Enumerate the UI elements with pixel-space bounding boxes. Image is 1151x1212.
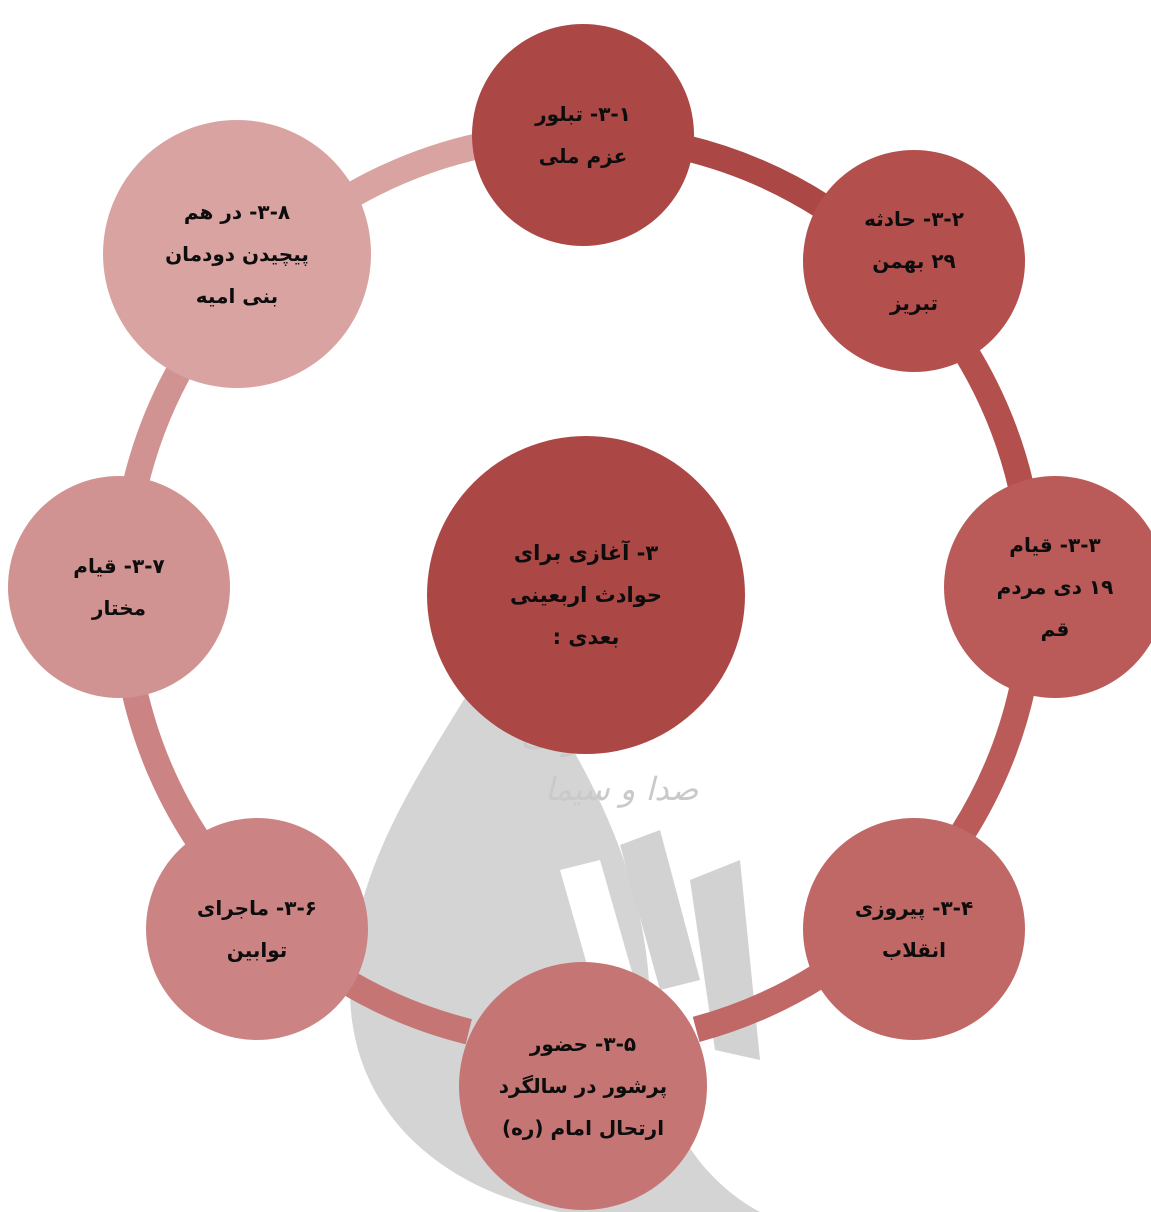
node-text: ۳-۸- در هم پیچیدن دودمان بنی امیه	[165, 191, 309, 317]
cycle-node-3-3: ۳-۳- قیام ۱۹ دی مردم قم	[944, 476, 1151, 698]
node-text: ۳-۳- قیام ۱۹ دی مردم قم	[997, 524, 1114, 650]
center-line: حوادث اربعینی	[509, 583, 663, 607]
node-text: ۳-۶- ماجرای توابین	[197, 887, 317, 971]
connector-arc	[951, 685, 1035, 841]
node-text: ۳-۵- حضور پرشور در سالگرد ارتحال امام (ر…	[499, 1023, 667, 1149]
node-text: ۳-۱- تبلور عزم ملی	[535, 93, 631, 177]
node-line: مختار	[92, 596, 146, 620]
node-line: توابین	[226, 938, 288, 962]
node-line: ۳-۴- پیروزی	[854, 896, 974, 920]
cycle-node-3-7: ۳-۷- قیام مختار	[8, 476, 230, 698]
connector-arc	[121, 685, 211, 850]
cycle-node-3-1: ۳-۱- تبلور عزم ملی	[472, 24, 694, 246]
node-line: ۱۹ دی مردم	[996, 575, 1114, 599]
connector-arc	[122, 364, 191, 490]
node-line: ۳-۶- ماجرای	[197, 896, 317, 920]
center-line: ۳- آغازی برای	[513, 541, 659, 565]
node-line: ۳-۵- حضور	[529, 1032, 637, 1056]
node-line: ۳-۸- در هم	[183, 200, 291, 224]
node-line: انقلاب	[881, 938, 947, 962]
node-text: ۳-۲- حادثه ۲۹ بهمن تبریز	[864, 198, 964, 324]
connector-arc	[954, 345, 1034, 490]
cycle-node-3-8: ۳-۸- در هم پیچیدن دودمان بنی امیه	[103, 120, 371, 388]
center-line: بعدی :	[552, 625, 620, 649]
watermark-text-line2: صدا و سیما	[545, 770, 699, 808]
node-line: ۳-۲- حادثه	[864, 207, 964, 231]
connector-arc	[692, 965, 826, 1042]
node-line: قم	[1040, 617, 1070, 641]
node-line: بنی امیه	[195, 284, 279, 308]
node-line: ۲۹ بهمن	[872, 249, 956, 273]
node-line: پرشور در سالگرد	[498, 1074, 668, 1098]
connector-arc	[680, 134, 832, 219]
node-line: پیچیدن دودمان	[165, 242, 309, 266]
node-line: ۳-۱- تبلور	[535, 102, 631, 126]
node-line: ۳-۷- قیام	[73, 554, 165, 578]
node-line: ۳-۳- قیام	[1009, 533, 1101, 557]
cycle-node-3-2: ۳-۲- حادثه ۲۹ بهمن تبریز	[803, 150, 1025, 372]
node-line: ارتحال امام (ره)	[501, 1116, 665, 1140]
node-line: عزم ملی	[538, 144, 628, 168]
connector-arc	[346, 132, 485, 207]
node-text: ۳-۴- پیروزی انقلاب	[855, 887, 973, 971]
cycle-node-3-4: ۳-۴- پیروزی انقلاب	[803, 818, 1025, 1040]
center-text: ۳- آغازی برای حوادث اربعینی بعدی :	[510, 532, 662, 658]
node-line: تبریز	[889, 291, 939, 315]
node-text: ۳-۷- قیام مختار	[73, 545, 164, 629]
cycle-node-3-5: ۳-۵- حضور پرشور در سالگرد ارتحال امام (ر…	[459, 962, 707, 1210]
cycle-node-3-6: ۳-۶- ماجرای توابین	[146, 818, 368, 1040]
center-circle: ۳- آغازی برای حوادث اربعینی بعدی :	[427, 436, 745, 754]
connector-arc	[339, 970, 472, 1045]
